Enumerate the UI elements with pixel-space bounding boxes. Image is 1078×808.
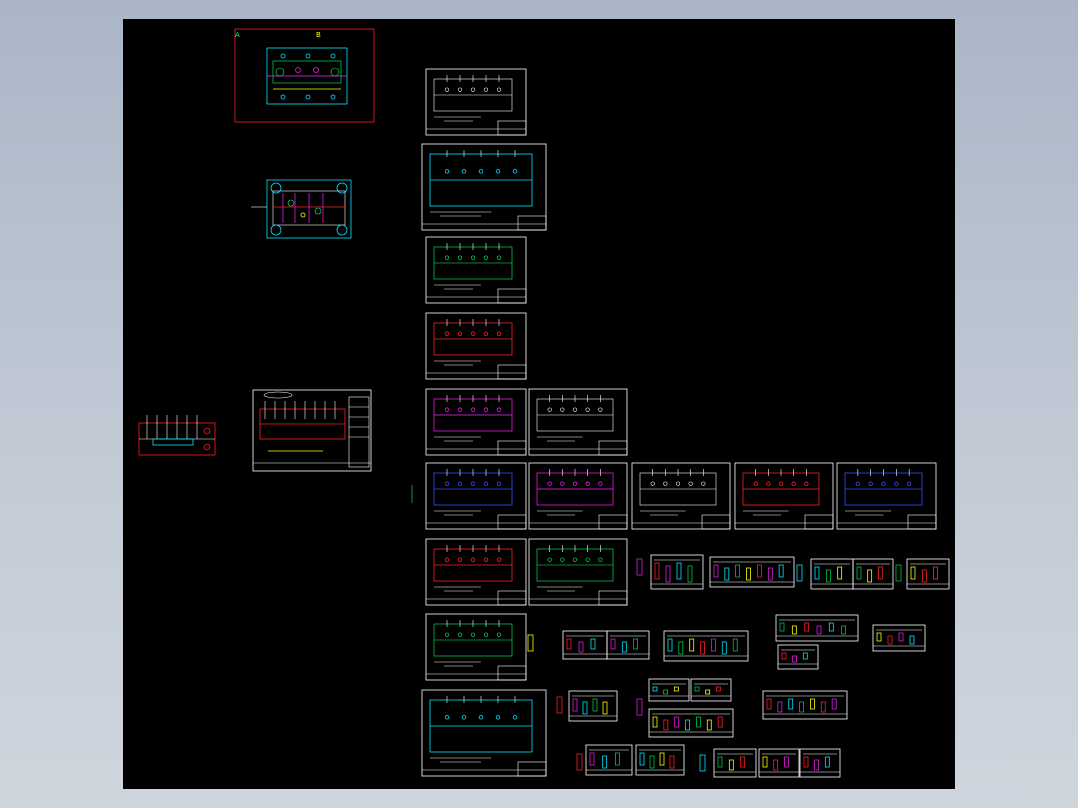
side-marker-1 [636,558,643,576]
drawing-sheet-15[interactable] [421,689,547,777]
die-section-view-red[interactable] [138,415,216,456]
detail-drawing-5[interactable] [906,558,950,590]
detail-drawing-18[interactable] [635,744,685,776]
drawing-sheet-7[interactable] [425,462,527,530]
drawing-sheet-12[interactable] [425,538,527,606]
side-marker-5 [556,696,563,714]
drawing-sheet-11[interactable] [836,462,937,530]
detail-drawing-12[interactable] [568,690,618,722]
cad-drawing-canvas[interactable]: A B [123,19,955,789]
drawing-sheet-3[interactable] [425,236,527,304]
detail-drawing-3[interactable] [810,558,854,590]
detail-drawing-20[interactable] [758,748,800,778]
detail-drawing-1[interactable] [650,554,704,590]
detail-drawing-16[interactable] [762,690,848,720]
side-marker-3 [895,564,902,582]
detail-drawing-8[interactable] [663,630,749,662]
detail-drawing-4[interactable] [852,558,894,590]
drawing-sheet-2[interactable] [421,143,547,231]
drawing-sheet-6[interactable] [528,388,628,456]
side-marker-8 [699,754,706,772]
part-detail-drawings[interactable] [527,554,950,778]
detail-drawing-17[interactable] [585,744,633,776]
drawing-sheet-1[interactable] [425,68,527,136]
part-drawing-sheets[interactable] [421,68,937,777]
cad-drawing: A B [138,28,950,778]
drawing-sheet-10[interactable] [734,462,834,530]
detail-drawing-19[interactable] [713,748,757,778]
detail-drawing-15[interactable] [648,708,734,738]
detail-drawing-9[interactable] [775,614,859,642]
detail-drawing-6[interactable] [562,630,608,660]
side-marker-2 [796,564,803,582]
corner-label-b: B [316,31,321,39]
drawing-sheet-14[interactable] [425,613,527,681]
assembly-section-drawing[interactable] [252,389,372,472]
detail-drawing-7[interactable] [606,630,650,660]
detail-drawing-13[interactable] [648,678,690,702]
corner-label-a: A [235,31,240,39]
side-marker-7 [576,753,583,771]
detail-drawing-2[interactable] [709,556,795,588]
die-plan-view-second[interactable] [251,179,352,239]
drawing-sheet-9[interactable] [631,462,731,530]
die-plan-view-top[interactable]: A B [234,28,375,123]
detail-drawing-21[interactable] [799,748,841,778]
detail-drawing-10[interactable] [872,624,926,652]
detail-drawing-11[interactable] [777,644,819,670]
detail-drawing-14[interactable] [690,678,732,702]
side-marker-6 [636,698,643,716]
drawing-sheet-8[interactable] [528,462,628,530]
drawing-sheet-13[interactable] [528,538,628,606]
drawing-sheet-4[interactable] [425,312,527,380]
drawing-sheet-5[interactable] [425,388,527,456]
side-marker-4 [527,634,534,652]
